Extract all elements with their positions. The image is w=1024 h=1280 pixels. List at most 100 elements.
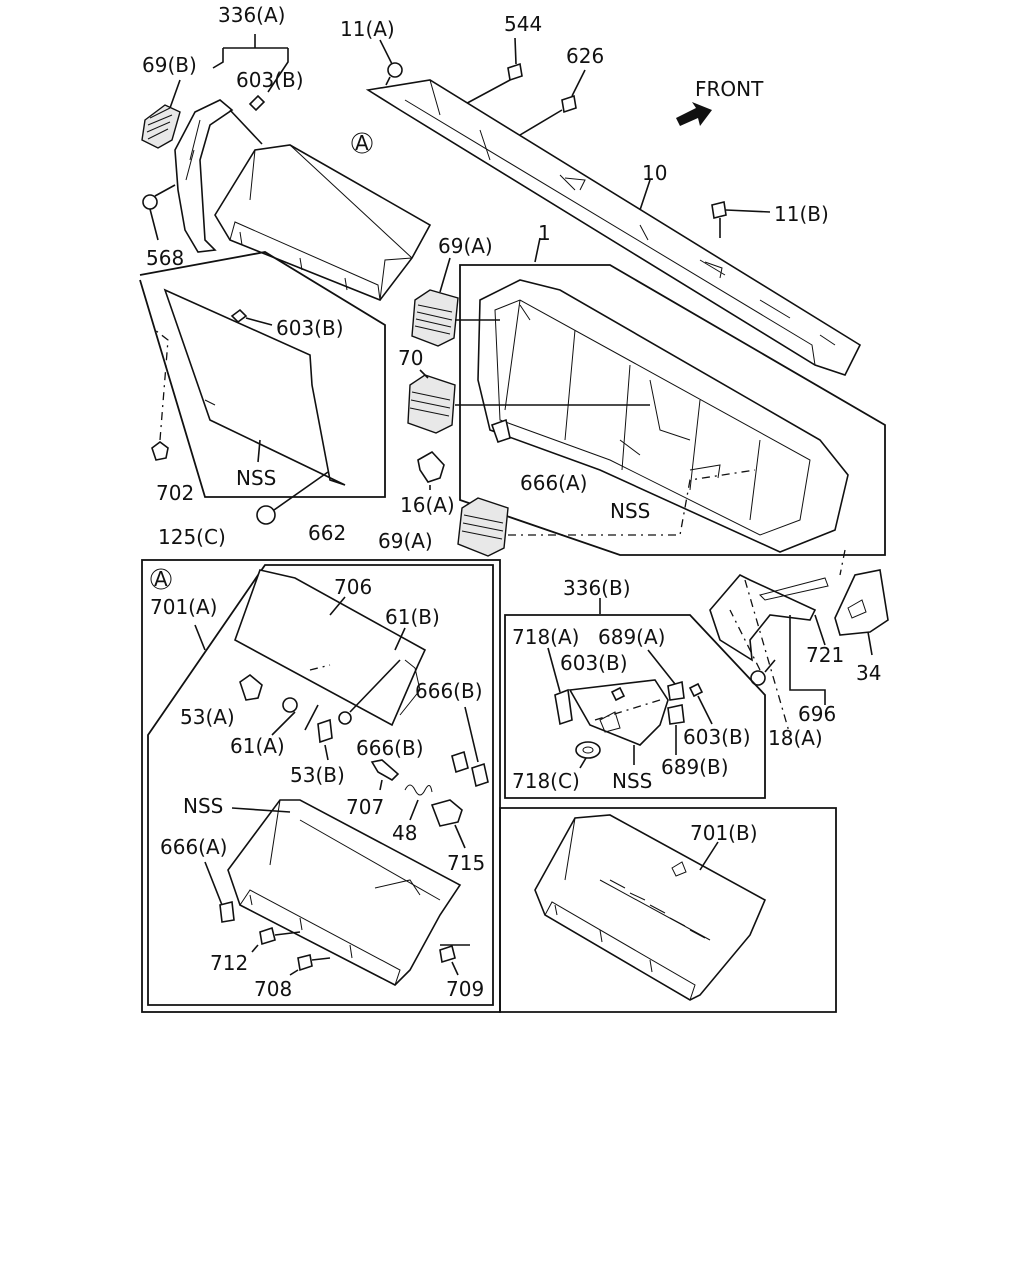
leader-bracket (229, 109, 263, 145)
label-721: 721 (806, 643, 844, 667)
label-708: 708 (254, 977, 292, 1001)
label-689b: 689(B) (661, 755, 729, 779)
label-702: 702 (156, 481, 194, 505)
label-69b: 69(B) (142, 53, 197, 77)
fastener-125c (256, 471, 329, 525)
label-10: 10 (642, 161, 667, 185)
label-715: 715 (447, 851, 485, 875)
label-nss-2: NSS (236, 466, 276, 490)
label-nss-4: NSS (183, 794, 223, 818)
callout-a-top-text: A (355, 131, 369, 155)
label-70: 70 (398, 346, 423, 370)
callout-a-detail: A (150, 567, 172, 591)
clip-16a (417, 450, 445, 490)
leader-69b (169, 79, 181, 109)
label-336b: 336(B) (563, 576, 631, 600)
clip-718a (547, 647, 573, 726)
clip-666b-1 (464, 706, 489, 788)
label-544: 544 (504, 12, 542, 36)
leader-nss-4 (231, 807, 291, 813)
label-568: 568 (146, 246, 184, 270)
trim-336a-part (174, 99, 234, 253)
lid-662-outline (139, 251, 386, 498)
label-69a-1: 69(A) (438, 234, 493, 258)
detail-a-inner-box (147, 564, 494, 1006)
vent-69b-part (141, 104, 181, 149)
leader-dash-right (839, 549, 846, 576)
label-125c: 125(C) (158, 525, 226, 549)
detail-a-outer-box (141, 559, 501, 1013)
label-nss-5: NSS (612, 769, 652, 793)
panel-1-outline (459, 264, 886, 556)
leader-666a-2 (204, 861, 223, 906)
label-603b-2: 603(B) (276, 316, 344, 340)
leader-1 (534, 237, 541, 263)
label-718a: 718(A) (512, 625, 579, 649)
spring-48 (404, 784, 433, 821)
front-arrow (676, 102, 712, 126)
bolt-11a (379, 39, 403, 86)
label-69a-2: 69(A) (378, 529, 433, 553)
clip-666a-2 (219, 901, 235, 923)
lock-715 (430, 799, 466, 849)
callout-a-detail-text: A (154, 567, 168, 591)
vent-70 (407, 369, 650, 434)
leader-10 (639, 179, 651, 211)
screw-18a (750, 659, 776, 686)
label-61b: 61(B) (385, 605, 440, 629)
label-48: 48 (392, 821, 417, 845)
screw-712 (251, 926, 301, 953)
detail-701b-box (499, 807, 837, 1013)
screw-626 (519, 69, 586, 136)
label-11b: 11(B) (774, 202, 829, 226)
detail-336b-box (504, 614, 766, 799)
nut-702 (151, 329, 169, 461)
screw-603b-1 (248, 94, 266, 112)
leader-336a (212, 34, 289, 93)
label-689a: 689(A) (598, 625, 665, 649)
plate-53b (317, 718, 333, 761)
callout-a-top: A (351, 131, 373, 155)
leader-701b (699, 841, 719, 871)
label-666b-1: 666(B) (415, 679, 483, 703)
label-53b: 53(B) (290, 763, 345, 787)
pad-689a (647, 649, 685, 701)
bumper-61a (271, 697, 319, 736)
label-34: 34 (856, 661, 881, 685)
latch-53a (239, 673, 263, 701)
label-718c: 718(C) (512, 769, 580, 793)
label-626: 626 (566, 44, 604, 68)
grommet-718c (575, 741, 601, 769)
label-662: 662 (308, 521, 346, 545)
leader-706 (329, 596, 346, 616)
leader-701a (194, 624, 206, 651)
label-61a: 61(A) (230, 734, 285, 758)
glovebox-assembly-a (214, 144, 432, 301)
leader-nss-2 (257, 439, 261, 463)
screw-603b-4 (688, 682, 713, 725)
label-707: 707 (346, 795, 384, 819)
label-666a-2: 666(A) (160, 835, 227, 859)
screw-707 (370, 759, 400, 791)
lid-662-part (163, 288, 346, 486)
bumper-61b (338, 659, 401, 725)
label-666b-2: 666(B) (356, 736, 424, 760)
label-712: 712 (210, 951, 248, 975)
cover-34-part (834, 569, 889, 656)
label-603b-1: 603(B) (236, 68, 304, 92)
vent-69a-lower (457, 469, 756, 557)
glovebox-701b-part (534, 814, 767, 1001)
screw-708 (289, 954, 331, 976)
label-666a-1: 666(A) (520, 471, 587, 495)
label-603b-4: 603(B) (683, 725, 751, 749)
label-701b: 701(B) (690, 821, 758, 845)
label-701a: 701(A) (150, 595, 217, 619)
clip-666b-2 (451, 750, 469, 774)
pad-689b (667, 704, 685, 755)
label-709: 709 (446, 977, 484, 1001)
clip-666a-1 (490, 418, 511, 444)
label-11a: 11(A) (340, 17, 395, 41)
leader-61b (394, 627, 406, 651)
label-front: FRONT (695, 77, 764, 101)
screw-603b-3 (610, 686, 626, 702)
